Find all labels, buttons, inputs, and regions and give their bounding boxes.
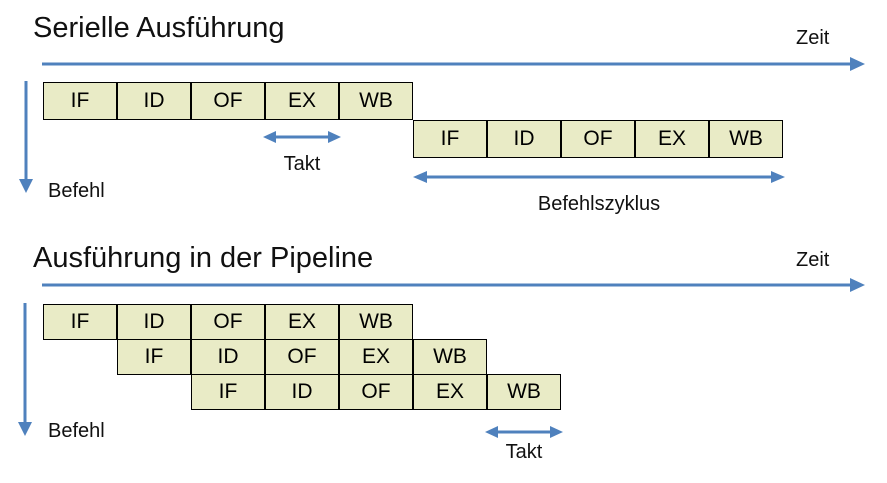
pipeline-clock-label: Takt — [505, 441, 543, 463]
stage-box: EX — [265, 304, 339, 340]
stage-box: WB — [487, 374, 561, 410]
stage-box: EX — [413, 374, 487, 410]
stage-box: IF — [413, 120, 487, 158]
pipeline-instruction1-row: IF ID OF EX WB — [43, 304, 413, 340]
stage-box: IF — [117, 339, 191, 375]
stage-box: WB — [339, 82, 413, 120]
serial-instruction-axis-arrow-icon — [19, 81, 33, 193]
stage-box: OF — [339, 374, 413, 410]
stage-box: ID — [117, 304, 191, 340]
stage-box: ID — [117, 82, 191, 120]
stage-box: WB — [709, 120, 783, 158]
stage-box: IF — [43, 304, 117, 340]
stage-box: OF — [265, 339, 339, 375]
pipeline-instruction-axis-arrow-icon — [18, 303, 32, 436]
pipeline-time-label: Zeit — [796, 249, 830, 271]
serial-section-title: Serielle Ausführung — [33, 12, 285, 44]
stage-box: ID — [191, 339, 265, 375]
serial-clock-label: Takt — [283, 153, 321, 175]
stage-box: OF — [561, 120, 635, 158]
serial-time-label: Zeit — [796, 27, 830, 49]
stage-box: OF — [191, 82, 265, 120]
serial-instruction-cycle-label: Befehlszyklus — [537, 193, 661, 215]
serial-instruction-cycle-range-arrow-icon — [413, 171, 785, 183]
pipeline-time-axis-arrow-icon — [42, 278, 865, 292]
stage-box: EX — [635, 120, 709, 158]
stage-box: WB — [413, 339, 487, 375]
stage-box: ID — [265, 374, 339, 410]
stage-box: IF — [43, 82, 117, 120]
serial-instruction2-row: IF ID OF EX WB — [413, 120, 783, 158]
stage-box: WB — [339, 304, 413, 340]
pipeline-instruction3-row: IF ID OF EX WB — [191, 374, 561, 410]
stage-box: IF — [191, 374, 265, 410]
stage-box: ID — [487, 120, 561, 158]
pipeline-instruction-label: Befehl — [48, 420, 105, 442]
stage-box: EX — [265, 82, 339, 120]
pipeline-clock-range-arrow-icon — [485, 426, 563, 438]
stage-box: OF — [191, 304, 265, 340]
serial-instruction-label: Befehl — [48, 180, 105, 202]
pipeline-section-title: Ausführung in der Pipeline — [33, 242, 374, 274]
serial-time-axis-arrow-icon — [42, 57, 865, 71]
serial-clock-range-arrow-icon — [263, 131, 341, 143]
serial-instruction1-row: IF ID OF EX WB — [43, 82, 413, 120]
stage-box: EX — [339, 339, 413, 375]
pipeline-instruction2-row: IF ID OF EX WB — [117, 339, 487, 375]
